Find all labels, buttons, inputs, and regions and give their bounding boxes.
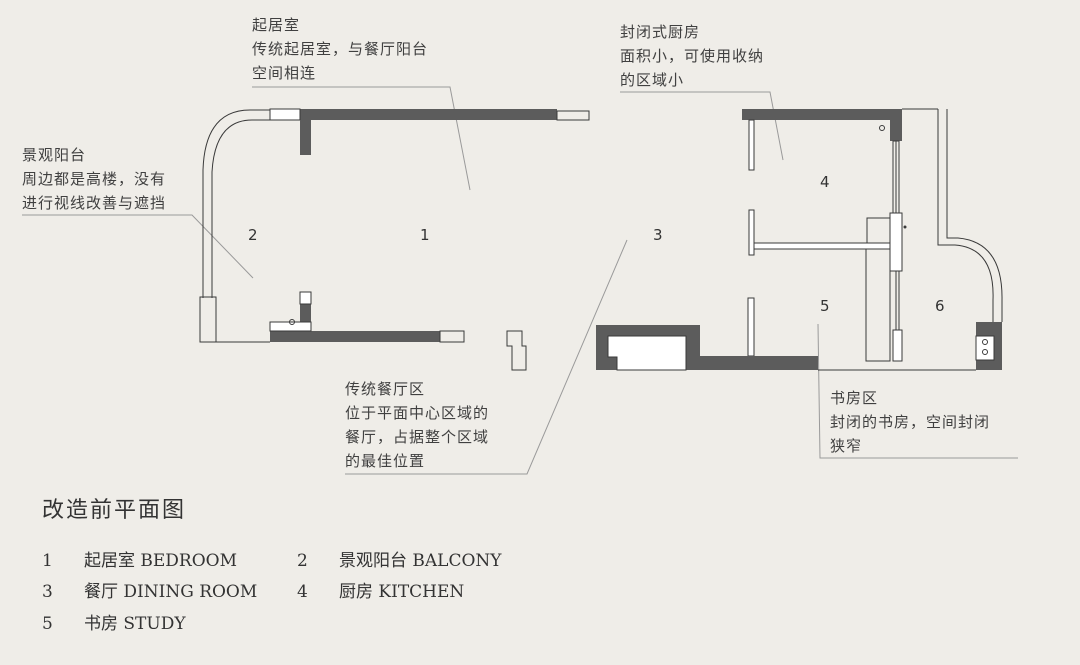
note-dining-line3: 的最佳位置 bbox=[345, 452, 426, 470]
legend-item-5: 5 书房 STUDY bbox=[42, 609, 186, 634]
legend-num: 5 bbox=[42, 614, 53, 634]
wall-bottom-end bbox=[439, 330, 465, 343]
kitchen-divider bbox=[753, 242, 891, 250]
wall-top-corner bbox=[269, 108, 301, 121]
room-number-2: 2 bbox=[248, 226, 258, 244]
note-study-line2: 狭窄 bbox=[830, 437, 863, 455]
legend-text: 书房 STUDY bbox=[84, 614, 186, 634]
legend-num: 3 bbox=[42, 582, 53, 602]
column-dining bbox=[506, 330, 527, 371]
leader-living bbox=[252, 86, 471, 191]
legend-text: 厨房 KITCHEN bbox=[339, 582, 465, 602]
note-balcony-line2: 进行视线改善与遮挡 bbox=[22, 194, 167, 212]
note-balcony: 景观阳台 周边都是高楼，没有 进行视线改善与遮挡 bbox=[22, 143, 166, 215]
walls bbox=[216, 108, 1002, 371]
wall-bottom-post-white bbox=[299, 291, 312, 305]
wall-kitchen-top bbox=[742, 109, 902, 120]
legend-num: 4 bbox=[297, 582, 308, 602]
fridge bbox=[866, 217, 891, 244]
wall-top-living bbox=[270, 109, 557, 120]
plan-title: 改造前平面图 bbox=[42, 498, 187, 523]
note-study-title: 书房区 bbox=[830, 389, 879, 407]
kitchen-left-stub2 bbox=[748, 209, 755, 256]
note-living: 起居室 传统起居室，与餐厅阳台 空间相连 bbox=[252, 13, 428, 85]
room-number-5: 5 bbox=[820, 297, 830, 315]
legend-num: 2 bbox=[297, 551, 308, 571]
leader-study bbox=[817, 323, 1018, 459]
leader-kitchen bbox=[620, 91, 784, 161]
legend-item-1: 1 起居室 BEDROOM bbox=[42, 546, 237, 571]
drain bbox=[289, 319, 295, 325]
kitchen-left-stub bbox=[748, 119, 755, 171]
wall-room6-fixture bbox=[975, 335, 995, 361]
kitchen-post bbox=[889, 212, 903, 272]
legend-item-3: 3 餐厅 DINING ROOM bbox=[42, 577, 257, 602]
legend-text: 景观阳台 BALCONY bbox=[339, 551, 502, 571]
wall-top-end bbox=[556, 110, 590, 121]
note-balcony-line1: 周边都是高楼，没有 bbox=[22, 170, 167, 188]
wall-bottom-corner bbox=[269, 321, 312, 332]
wall-bottom-post bbox=[300, 292, 311, 331]
kitchen-drain bbox=[879, 125, 885, 131]
note-study-line1: 封闭的书房，空间封闭 bbox=[830, 413, 991, 431]
note-living-title: 起居室 bbox=[252, 16, 301, 34]
wall-bottom-living bbox=[270, 331, 440, 342]
note-kitchen-line1: 面积小，可使用收纳 bbox=[620, 47, 765, 65]
study-left-wall bbox=[747, 297, 755, 357]
note-balcony-title: 景观阳台 bbox=[22, 146, 87, 164]
wall-kitchen-right bbox=[890, 109, 902, 141]
room-number-1: 1 bbox=[420, 226, 430, 244]
legend-text: 餐厅 DINING ROOM bbox=[84, 582, 258, 602]
note-kitchen-title: 封闭式厨房 bbox=[620, 23, 701, 41]
wall-dining-inner bbox=[607, 335, 687, 371]
balcony-left-rail bbox=[202, 109, 270, 298]
legend-item-4: 4 厨房 KITCHEN bbox=[297, 577, 464, 602]
note-study: 书房区 封闭的书房，空间封闭 狭窄 bbox=[830, 386, 990, 458]
leader-balcony bbox=[22, 214, 254, 279]
balcony-left-pier bbox=[199, 296, 217, 343]
note-dining-title: 传统餐厅区 bbox=[345, 380, 426, 398]
room-number-6: 6 bbox=[935, 297, 945, 315]
note-kitchen-line2: 的区域小 bbox=[620, 71, 685, 89]
balcony-right-rail bbox=[937, 109, 1003, 322]
note-dining-line1: 位于平面中心区域的 bbox=[345, 404, 490, 422]
note-dining: 传统餐厅区 位于平面中心区域的 餐厅，占据整个区域 的最佳位置 bbox=[345, 377, 489, 473]
note-living-line1: 传统起居室，与餐厅阳台 bbox=[252, 40, 429, 58]
study-right-wall bbox=[865, 248, 891, 362]
note-kitchen: 封闭式厨房 面积小，可使用收纳 的区域小 bbox=[620, 20, 764, 92]
legend-num: 1 bbox=[42, 551, 53, 571]
legend-text: 起居室 BEDROOM bbox=[84, 551, 238, 571]
leader-dining bbox=[345, 239, 628, 475]
note-dining-line2: 餐厅，占据整个区域 bbox=[345, 428, 490, 446]
room-number-3: 3 bbox=[653, 226, 663, 244]
room-number-4: 4 bbox=[820, 173, 830, 191]
wall-dining-bottom bbox=[596, 325, 818, 370]
wall-living-stub bbox=[300, 120, 311, 155]
legend-item-2: 2 景观阳台 BALCONY bbox=[297, 546, 502, 571]
note-living-line2: 空间相连 bbox=[252, 64, 317, 82]
study-window-post bbox=[892, 329, 903, 362]
leader-lines bbox=[22, 86, 1018, 475]
